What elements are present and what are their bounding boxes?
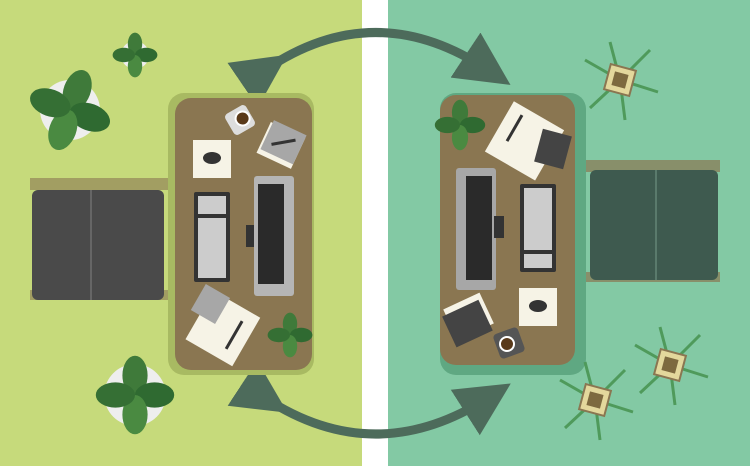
- left-top-plant-icon: [112, 32, 158, 78]
- left-mouse-icon: [203, 152, 221, 164]
- left-bottom-plant-icon: [95, 355, 175, 435]
- bottom-double-arrow-icon: [227, 360, 511, 439]
- left-plant-icon: [16, 56, 124, 164]
- right-tablet-2-icon: [442, 292, 494, 348]
- left-notebook-icon: [185, 284, 261, 367]
- top-double-arrow-icon: [227, 28, 511, 108]
- right-tablet-icon: [534, 128, 572, 170]
- left-coffee-cup-icon: [225, 105, 255, 135]
- left-monitor-icon: [254, 176, 294, 296]
- divider: [362, 0, 388, 466]
- right-monitor-icon: [456, 168, 496, 290]
- right-chair: [580, 160, 720, 282]
- left-chair: [30, 178, 170, 300]
- left-tablet-icon: [256, 120, 307, 169]
- right-mouse-icon: [529, 300, 547, 312]
- right-coffee-cup-icon: [493, 327, 525, 359]
